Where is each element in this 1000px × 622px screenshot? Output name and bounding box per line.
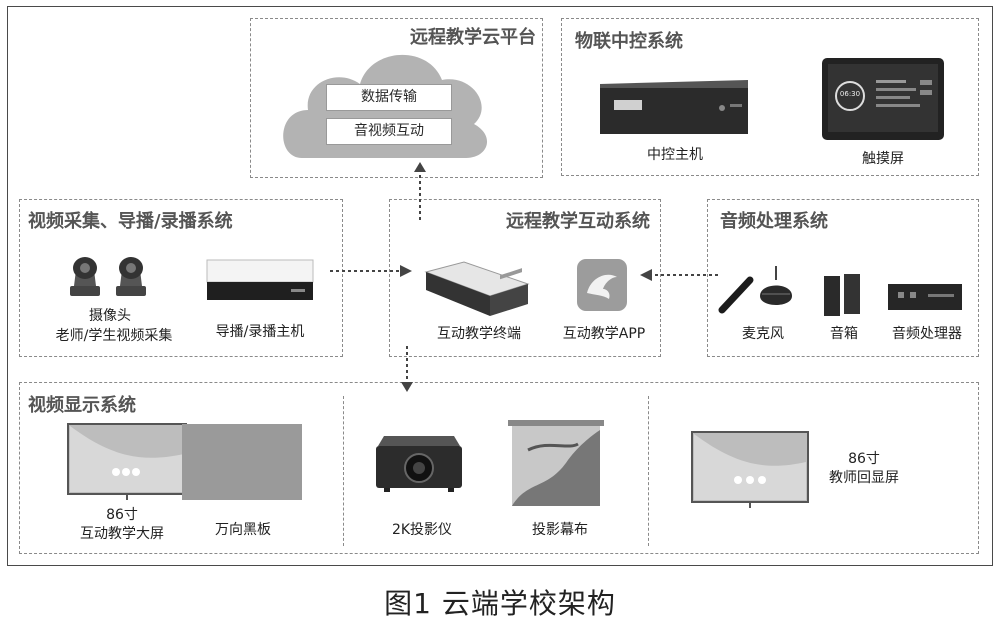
display-divider [343, 396, 344, 546]
teacher-display-label: 教师回显屏 [829, 470, 899, 486]
iot-control-title: 物联中控系统 [575, 31, 683, 52]
touch-screen-icon [822, 58, 944, 140]
cloud-item-av-interaction: 音视频互动 [326, 118, 452, 145]
audio-box: 音频处理系统 [707, 199, 979, 357]
central-control-host-icon [600, 80, 748, 134]
recording-host-label: 导播/录播主机 [215, 324, 305, 340]
audio-processor-icon [888, 284, 962, 310]
projection-screen-icon [508, 420, 604, 506]
audio-processor-label: 音频处理器 [892, 326, 962, 342]
camera-icon [70, 257, 100, 296]
projector-label: 2K投影仪 [391, 522, 453, 538]
display-title: 视频显示系统 [28, 395, 136, 416]
projection-screen-label: 投影幕布 [532, 522, 588, 538]
microphone-icon [718, 266, 792, 314]
interactive-terminal-label: 互动教学终端 [437, 326, 521, 342]
touch-screen-clock: 06:30 [839, 90, 861, 98]
interactive-terminal-icon [424, 261, 530, 316]
interactive-app-label: 互动教学APP [562, 326, 646, 342]
speaker-label: 音箱 [830, 326, 858, 342]
camera-label: 摄像头 [89, 308, 131, 324]
video-capture-title: 视频采集、导播/录播系统 [28, 211, 233, 232]
universal-blackboard-label: 万向黑板 [215, 522, 271, 538]
audio-title: 音频处理系统 [720, 211, 828, 232]
video-capture-box: 视频采集、导播/录播系统 [19, 199, 343, 357]
iot-control-box: 物联中控系统 [561, 18, 979, 176]
big-screen-size-label: 86寸 [106, 507, 138, 523]
remote-interaction-title: 远程教学互动系统 [506, 211, 650, 232]
interactive-app-icon [577, 259, 627, 311]
central-control-host-label: 中控主机 [647, 147, 703, 163]
cloud-item-data-transfer: 数据传输 [326, 84, 452, 111]
universal-blackboard-icon [182, 424, 302, 500]
display-box: 视频显示系统 [19, 382, 979, 554]
projector-icon [376, 436, 462, 492]
touch-screen-label: 触摸屏 [862, 151, 904, 167]
recording-host-icon [206, 259, 314, 300]
big-screen-label: 互动教学大屏 [80, 526, 164, 542]
remote-interaction-box: 远程教学互动系统 [389, 199, 661, 357]
interactive-big-screen-icon [67, 423, 187, 500]
teacher-display-icon [691, 431, 809, 508]
microphone-label: 麦克风 [742, 326, 784, 342]
cloud-platform-title: 远程教学云平台 [410, 27, 536, 48]
display-divider [648, 396, 649, 546]
camera-sub-label: 老师/学生视频采集 [55, 328, 173, 344]
speaker-icon [824, 274, 860, 316]
figure-caption: 图1 云端学校架构 [384, 587, 616, 620]
teacher-display-size-label: 86寸 [848, 451, 880, 467]
cloud-platform-box: 远程教学云平台 [250, 18, 543, 178]
camera-icon [116, 257, 146, 296]
outer-frame [7, 6, 993, 566]
